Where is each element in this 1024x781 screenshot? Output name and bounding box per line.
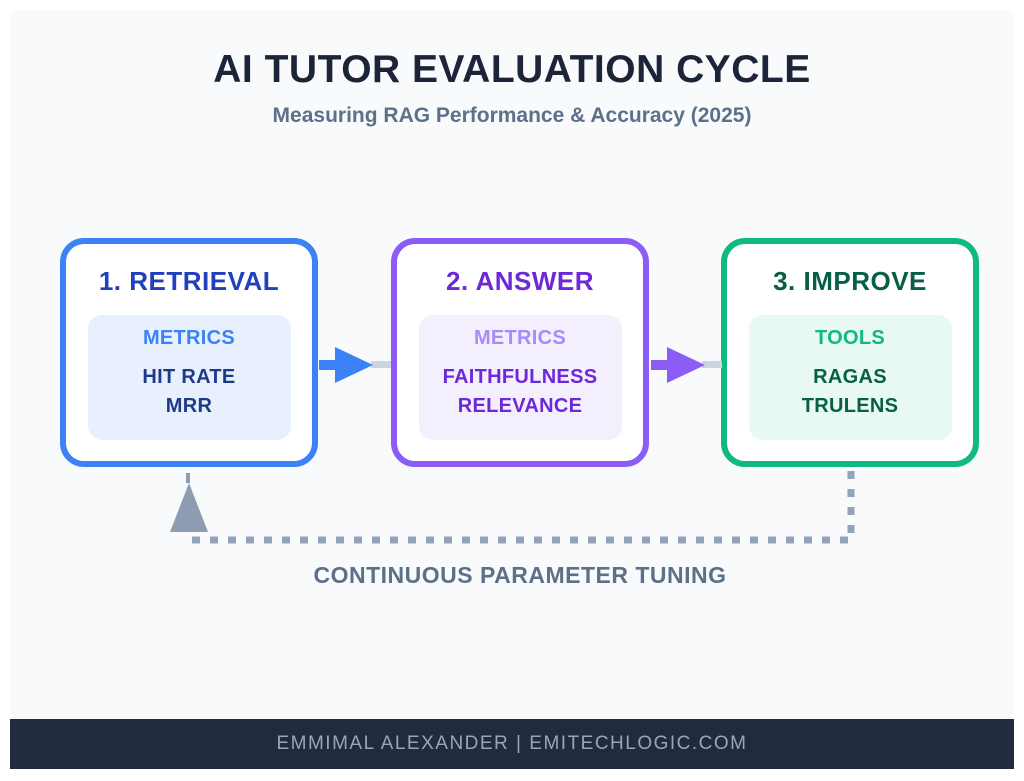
panel-heading: METRICS [473,327,567,349]
stage-box-improve: 3. IMPROVE TOOLS RAGAS TRULENS [721,238,979,467]
stage-title: 3. IMPROVE [773,266,927,296]
metric-item: FAITHFULNESS [442,366,598,388]
tool-item: RAGAS [813,366,887,388]
footer-bar: EMMIMAL ALEXANDER | EMITECHLOGIC.COM [10,719,1014,769]
footer-credit: EMMIMAL ALEXANDER | EMITECHLOGIC.COM [276,733,748,754]
panel-heading: METRICS [142,327,236,349]
stage-box-answer: 2. ANSWER METRICS FAITHFULNESS RELEVANCE [391,238,649,467]
stage-title: 1. RETRIEVAL [98,266,280,296]
metric-item: MRR [165,395,213,417]
panel-heading: TOOLS [814,327,886,349]
metrics-panel: METRICS FAITHFULNESS RELEVANCE [418,315,622,440]
metrics-panel: METRICS HIT RATE MRR [87,315,291,440]
page-subtitle: Measuring RAG Performance & Accuracy (20… [272,104,752,127]
tools-panel: TOOLS RAGAS TRULENS [748,315,952,440]
stage-box-retrieval: 1. RETRIEVAL METRICS HIT RATE MRR [60,238,318,467]
metric-item: HIT RATE [142,366,236,388]
tool-item: TRULENS [801,395,899,417]
metric-item: RELEVANCE [457,395,583,417]
loop-caption: CONTINUOUS PARAMETER TUNING [313,562,727,588]
page-title: AI TUTOR EVALUATION CYCLE [213,48,811,91]
stage-title: 2. ANSWER [446,266,594,296]
